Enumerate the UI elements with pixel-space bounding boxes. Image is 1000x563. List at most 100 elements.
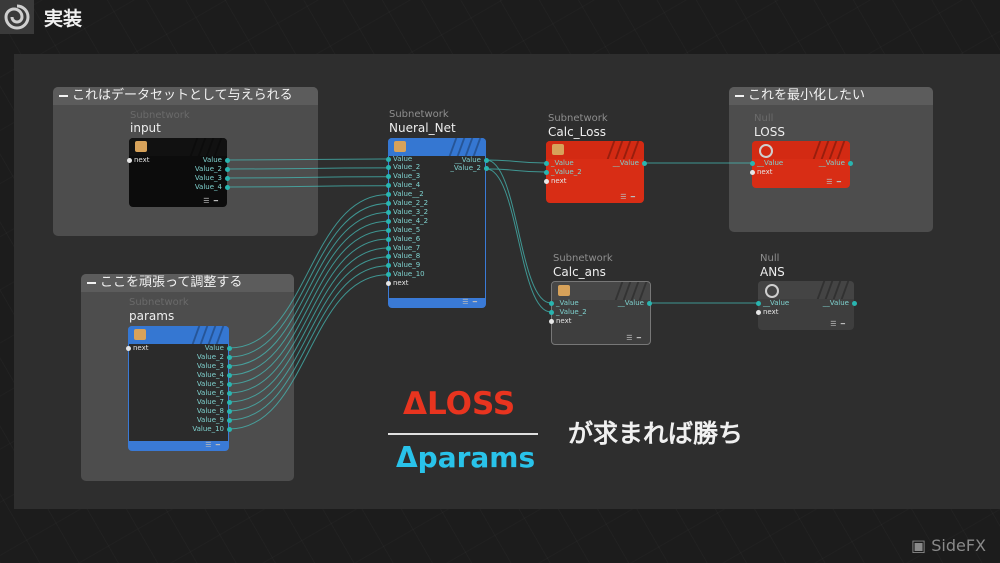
port-dot[interactable] — [224, 175, 230, 181]
port-dot[interactable] — [641, 160, 647, 166]
port-dot[interactable] — [226, 354, 232, 360]
port-dot[interactable] — [543, 169, 549, 175]
port-dot[interactable] — [851, 300, 857, 306]
port-dot[interactable] — [749, 160, 755, 166]
node-menu-icon[interactable]: ☰ ━ — [205, 441, 221, 449]
port-dot[interactable] — [224, 157, 230, 163]
netbox-dataset-header[interactable]: これはデータセットとして与えられる — [53, 87, 318, 105]
port-dot[interactable] — [224, 184, 230, 190]
port-label: next — [556, 316, 572, 325]
port-dot[interactable] — [385, 201, 391, 206]
port-label: next — [551, 176, 567, 185]
node-name-loss: LOSS — [754, 125, 785, 139]
node-header[interactable] — [129, 138, 227, 156]
port-dot[interactable] — [548, 318, 554, 324]
port-dot[interactable] — [543, 178, 549, 184]
port-dot[interactable] — [126, 157, 132, 163]
port-dot[interactable] — [548, 300, 554, 306]
node-header-stripe — [448, 138, 458, 156]
node-name-calc-ans: Calc_ans — [553, 265, 606, 279]
port-label: Value_9 — [393, 261, 421, 270]
port-dot[interactable] — [385, 218, 391, 224]
port-dot[interactable] — [483, 157, 489, 163]
node-params[interactable]: ☰ ━ — [128, 326, 229, 451]
port-dot[interactable] — [385, 183, 391, 189]
netbox-params-header[interactable]: ここを頑張って調整する — [81, 274, 294, 292]
port-dot[interactable] — [226, 363, 232, 369]
port-dot[interactable] — [646, 300, 652, 306]
node-header[interactable] — [546, 141, 644, 159]
node-nueral-net[interactable]: ☰ ━ — [388, 138, 486, 308]
null-icon — [759, 144, 773, 158]
port-label: __Value — [757, 158, 784, 167]
node-name-ans: ANS — [760, 265, 785, 279]
node-body — [129, 344, 228, 441]
port-label: __Value — [818, 158, 845, 167]
port-dot[interactable] — [226, 381, 232, 387]
node-header[interactable] — [758, 281, 854, 299]
port-label: Value_5 — [196, 379, 224, 388]
node-menu-icon[interactable]: ☰ ━ — [620, 193, 636, 201]
node-menu-icon[interactable]: ☰ ━ — [826, 178, 842, 186]
port-dot[interactable] — [385, 236, 391, 242]
port-dot[interactable] — [385, 245, 391, 251]
port-dot[interactable] — [226, 390, 232, 396]
node-menu-icon[interactable]: ☰ ━ — [830, 320, 846, 328]
node-menu-icon[interactable]: ☰ ━ — [626, 334, 642, 342]
node-name-input: input — [130, 121, 161, 135]
port-dot[interactable] — [385, 263, 391, 269]
collapse-icon[interactable] — [59, 94, 68, 97]
node-input[interactable]: ☰ ━ — [129, 138, 227, 207]
port-dot[interactable] — [385, 209, 391, 215]
port-dot[interactable] — [749, 169, 755, 175]
sidefx-logo: ▣ SideFX — [911, 536, 986, 555]
node-ans[interactable]: ☰ ━ — [758, 281, 854, 330]
node-name-calc-loss: Calc_Loss — [548, 125, 606, 139]
node-header[interactable] — [752, 141, 850, 159]
port-dot[interactable] — [385, 174, 391, 180]
node-type-label: Null — [760, 253, 780, 264]
node-header-stripe — [456, 138, 466, 156]
port-dot[interactable] — [483, 166, 489, 172]
node-menu-icon[interactable]: ☰ ━ — [462, 298, 478, 306]
port-dot[interactable] — [226, 417, 232, 423]
port-dot[interactable] — [385, 192, 391, 198]
port-dot[interactable] — [385, 272, 391, 278]
port-dot[interactable] — [226, 408, 232, 414]
port-dot[interactable] — [226, 399, 232, 405]
port-dot[interactable] — [385, 227, 391, 233]
port-dot[interactable] — [125, 345, 131, 351]
port-dot[interactable] — [226, 426, 232, 432]
collapse-icon[interactable] — [735, 94, 744, 97]
port-label: Value_8 — [196, 406, 224, 415]
port-dot[interactable] — [385, 281, 391, 287]
port-label: __Value — [454, 155, 481, 164]
port-dot[interactable] — [548, 309, 554, 315]
node-header[interactable] — [388, 138, 486, 156]
port-dot[interactable] — [755, 300, 761, 306]
port-dot[interactable] — [226, 345, 232, 351]
port-label: Value_3 — [194, 173, 222, 182]
port-dot[interactable] — [755, 309, 761, 315]
node-header-stripe — [614, 141, 624, 159]
node-loss[interactable]: ☰ ━ — [752, 141, 850, 188]
node-header[interactable] — [128, 326, 229, 344]
node-header-stripe — [630, 141, 640, 159]
node-body — [389, 156, 485, 298]
node-calc-ans[interactable]: ☰ ━ — [551, 281, 651, 345]
collapse-icon[interactable] — [87, 281, 96, 284]
node-calc-loss[interactable]: ☰ ━ — [546, 141, 644, 203]
port-dot[interactable] — [385, 165, 391, 171]
netbox-minimize-header[interactable]: これを最小化したい — [729, 87, 933, 105]
port-dot[interactable] — [385, 254, 391, 260]
node-menu-icon[interactable]: ☰ ━ — [203, 197, 219, 205]
port-dot[interactable] — [226, 372, 232, 378]
node-header-stripe — [213, 138, 223, 156]
port-dot[interactable] — [385, 156, 391, 162]
port-dot[interactable] — [847, 160, 853, 166]
node-header-stripe — [215, 326, 225, 344]
node-header[interactable] — [552, 282, 650, 300]
port-dot[interactable] — [224, 166, 230, 172]
port-dot[interactable] — [543, 160, 549, 166]
port-label: _Value — [551, 158, 574, 167]
